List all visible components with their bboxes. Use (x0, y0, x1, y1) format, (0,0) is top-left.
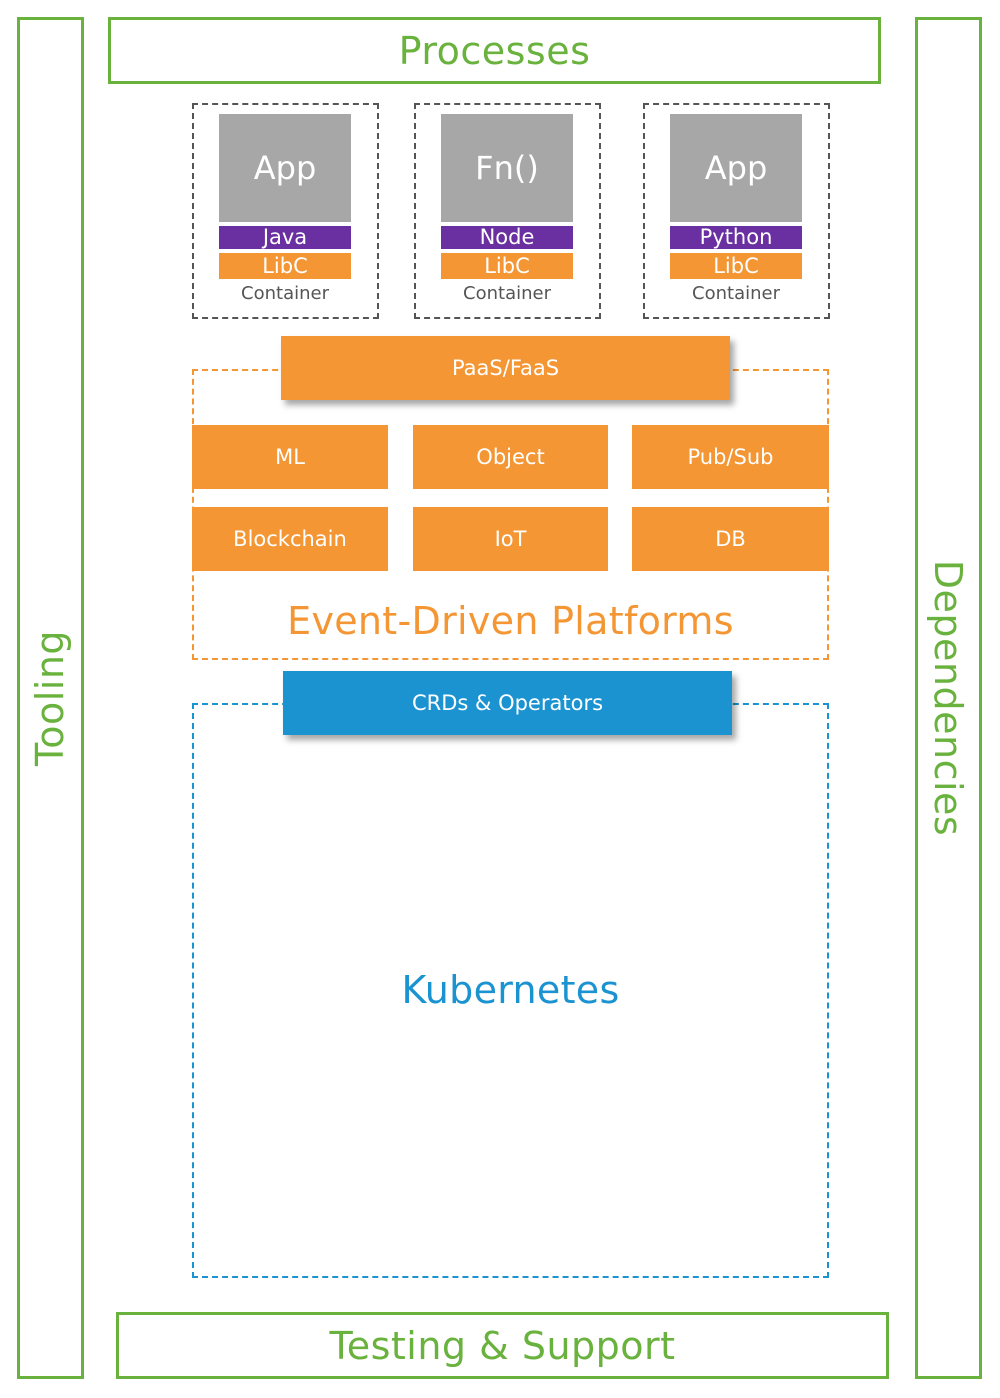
crds-operators-bar: CRDs & Operators (283, 671, 732, 735)
service-pubsub: Pub/Sub (632, 425, 829, 489)
container-node (414, 103, 601, 319)
libc-block: LibC (441, 253, 573, 279)
app-block: App (219, 114, 351, 222)
tooling-box (17, 17, 84, 1379)
container-label: Container (241, 283, 329, 304)
container-label: Container (692, 283, 780, 304)
runtime-java: Java (219, 226, 351, 249)
tooling-label: Tooling (28, 629, 72, 767)
event-driven-platforms-label: Event-Driven Platforms (287, 599, 734, 643)
container-java (192, 103, 379, 319)
runtime-node: Node (441, 226, 573, 249)
service-iot: IoT (413, 507, 608, 571)
testing-support-label: Testing & Support (329, 1323, 676, 1368)
libc-block: LibC (670, 253, 802, 279)
paas-faas-bar: PaaS/FaaS (281, 336, 730, 400)
service-object: Object (413, 425, 608, 489)
libc-block: LibC (219, 253, 351, 279)
testing-support-box: Testing & Support (116, 1312, 889, 1379)
runtime-python: Python (670, 226, 802, 249)
container-label: Container (463, 283, 551, 304)
kubernetes-label: Kubernetes (401, 968, 620, 1012)
dependencies-label: Dependencies (926, 559, 970, 837)
service-ml: ML (192, 425, 388, 489)
processes-box: Processes (108, 17, 881, 84)
container-python (643, 103, 830, 319)
service-blockchain: Blockchain (192, 507, 388, 571)
fn-block: Fn() (441, 114, 573, 222)
service-db: DB (632, 507, 829, 571)
processes-label: Processes (398, 28, 591, 73)
dependencies-box (915, 17, 982, 1379)
app-block: App (670, 114, 802, 222)
